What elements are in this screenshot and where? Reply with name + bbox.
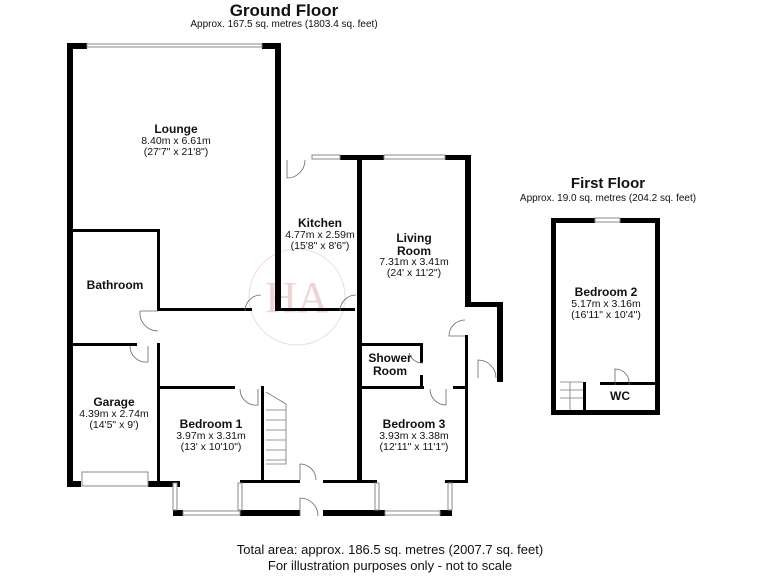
total-area: Total area: approx. 186.5 sq. metres (20… (236, 542, 544, 557)
room-name: Bathroom (86, 278, 144, 292)
room-bathroom: Bathroom (87, 279, 144, 292)
walls (67, 43, 660, 516)
room-name: Bedroom 2 (574, 285, 638, 299)
room-imperial: (16'11" x 10'4") (571, 308, 641, 321)
first-floor-title: First Floor (570, 175, 646, 192)
room-name: Shower Room (368, 351, 412, 378)
room-shower-room: Shower Room (365, 352, 415, 377)
room-imperial: (24' x 11'2") (386, 267, 442, 280)
room-name: WC (610, 389, 630, 403)
room-imperial: (12'11" x 11'1") (379, 440, 449, 453)
room-bedroom-3: Bedroom 3 3.93m x 3.38m (12'11" x 11'1") (379, 418, 448, 453)
room-metric: 4.39m x 2.74m (79, 407, 149, 420)
room-bedroom-1: Bedroom 1 3.97m x 3.31m (13' x 10'10") (176, 418, 245, 453)
room-imperial: (27'7" x 21'8") (143, 145, 209, 158)
watermark-logo: HA (248, 248, 346, 346)
room-imperial: (13' x 10'10") (180, 440, 242, 453)
room-name: Bedroom 3 (382, 417, 446, 431)
room-bedroom-2: Bedroom 2 5.17m x 3.16m (16'11" x 10'4") (571, 286, 641, 321)
windows (81, 43, 621, 516)
room-living-room: Living Room 7.31m x 3.41m (24' x 11'2") (379, 232, 448, 279)
room-lounge: Lounge 8.40m x 6.61m (27'7" x 21'8") (141, 123, 210, 158)
svg-text:HA: HA (265, 273, 329, 322)
room-metric: 8.40m x 6.61m (141, 134, 211, 147)
disclaimer: For illustration purposes only - not to … (267, 558, 513, 573)
room-name: Kitchen (297, 216, 343, 230)
ground-floor-title: Ground Floor (229, 1, 339, 20)
room-imperial: (15'8" x 8'6") (290, 239, 350, 252)
room-imperial: (14'5" x 9') (89, 418, 139, 431)
stairs-icon (265, 381, 583, 465)
room-metric: 4.77m x 2.59m (285, 228, 355, 241)
room-name: Bedroom 1 (179, 417, 243, 431)
room-metric: 3.97m x 3.31m (176, 429, 246, 442)
room-wc: WC (610, 390, 630, 403)
room-name: Garage (93, 395, 135, 409)
room-metric: 3.93m x 3.38m (379, 429, 449, 442)
room-kitchen: Kitchen 4.77m x 2.59m (15'8" x 8'6") (285, 217, 354, 252)
first-floor-area: Approx. 19.0 sq. metres (204.2 sq. feet) (519, 193, 697, 204)
room-name: Living Room (396, 231, 432, 258)
room-garage: Garage 4.39m x 2.74m (14'5" x 9') (79, 396, 148, 431)
ground-floor-area: Approx. 167.5 sq. metres (1803.4 sq. fee… (190, 19, 378, 30)
room-name: Lounge (154, 122, 198, 136)
door-swings (129, 159, 630, 517)
room-metric: 5.17m x 3.16m (571, 297, 641, 310)
room-metric: 7.31m x 3.41m (379, 256, 449, 269)
